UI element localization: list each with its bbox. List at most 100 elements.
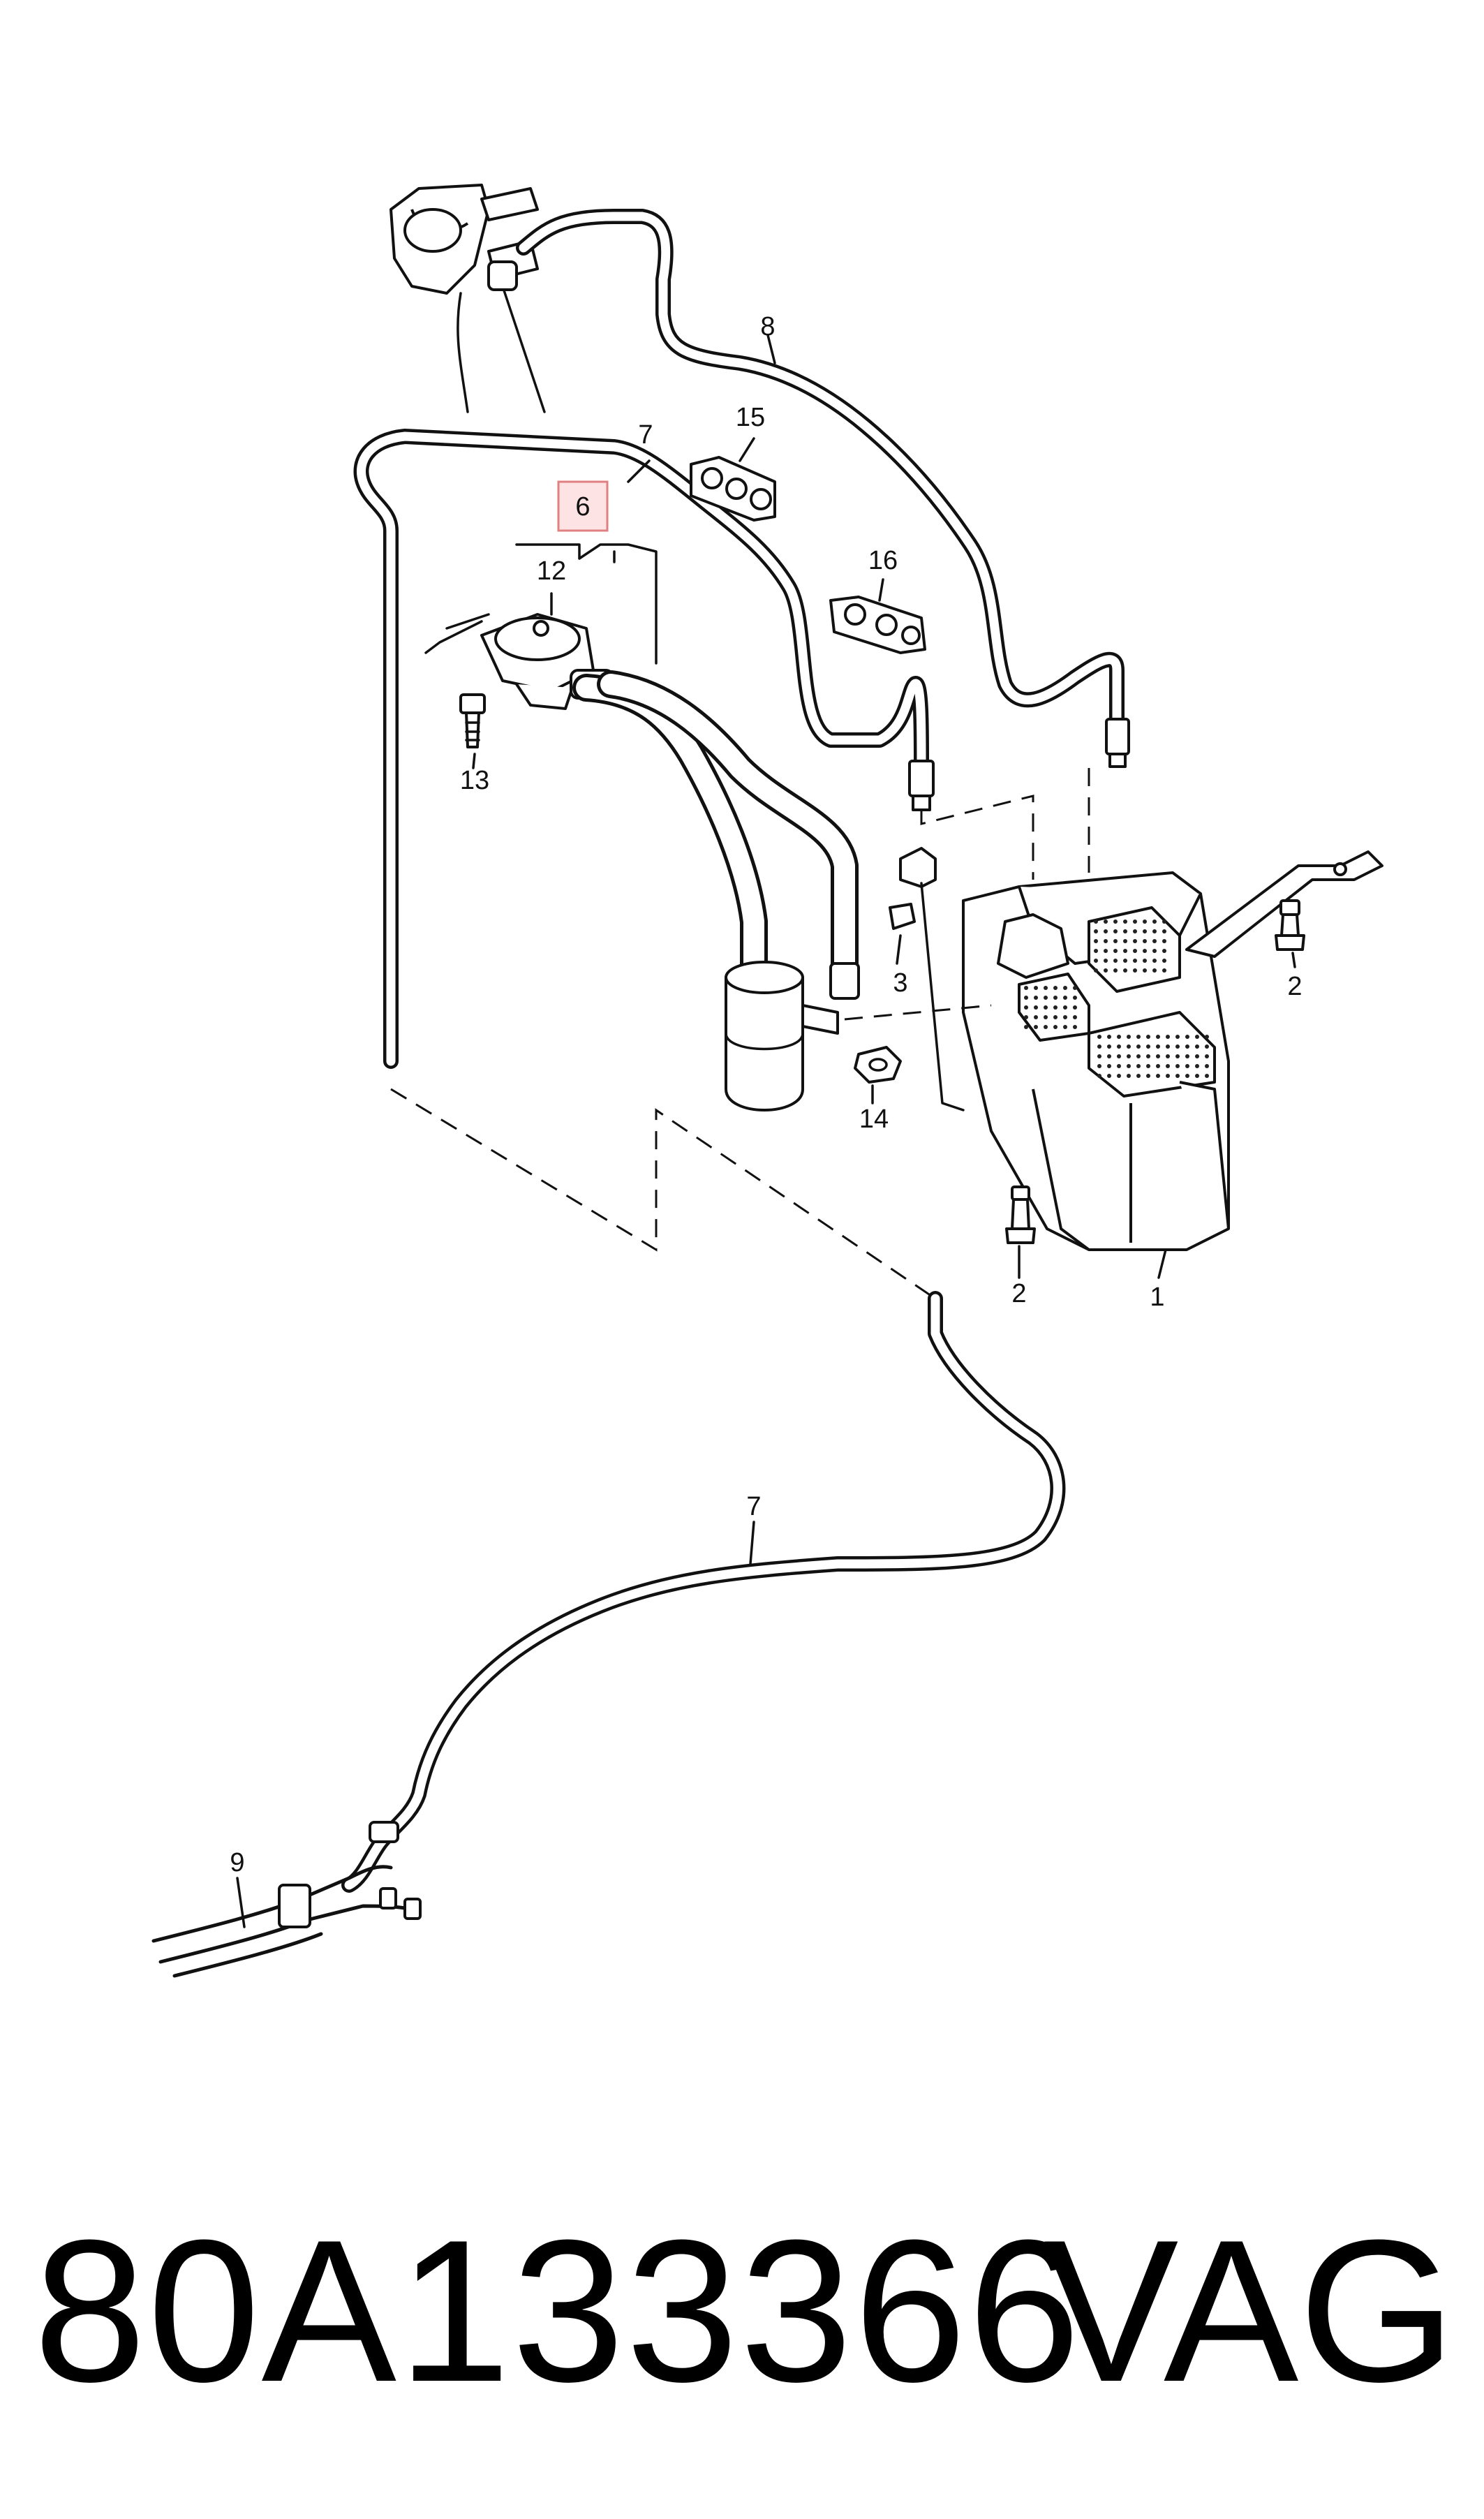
- texture-dot: [1152, 968, 1157, 973]
- brand-name: VAG: [1044, 2198, 1456, 2424]
- bolt-2-lower: [1005, 1185, 1036, 1244]
- texture-dot: [1104, 929, 1108, 933]
- texture-dot: [1205, 1054, 1209, 1058]
- texture-dot: [1053, 1005, 1058, 1010]
- dashed-connectors: [390, 768, 1090, 1300]
- texture-dot: [1127, 1074, 1131, 1078]
- leader-lines: [236, 334, 1296, 1928]
- texture-dot: [1073, 986, 1077, 990]
- texture-dot: [1195, 1035, 1199, 1039]
- texture-dot: [1133, 919, 1137, 924]
- texture-dot: [1097, 1044, 1101, 1049]
- canister-texture: [1024, 919, 1209, 1078]
- texture-dot: [1123, 968, 1127, 973]
- texture-dot: [1185, 1044, 1189, 1049]
- texture-dot: [1175, 1064, 1180, 1068]
- texture-dot: [1133, 929, 1137, 933]
- texture-dot: [1113, 939, 1118, 943]
- callout-1[interactable]: 1: [1150, 1283, 1164, 1312]
- texture-dot: [1185, 1074, 1189, 1078]
- texture-dot: [1117, 1044, 1121, 1049]
- callout-7-lower[interactable]: 7: [746, 1492, 761, 1521]
- texture-dot: [1117, 1064, 1121, 1068]
- texture-dot: [1123, 949, 1127, 953]
- callout-2-lower[interactable]: 2: [1011, 1279, 1026, 1308]
- texture-dot: [1113, 959, 1118, 963]
- hose-assembly-6: [572, 670, 860, 1000]
- texture-dot: [1162, 949, 1166, 953]
- texture-dot: [1195, 1054, 1199, 1058]
- callout-12[interactable]: 12: [537, 556, 566, 586]
- texture-dot: [1205, 1035, 1209, 1039]
- texture-dot: [1107, 1064, 1111, 1068]
- damper-canister: [725, 961, 839, 1111]
- texture-dot: [1123, 919, 1127, 924]
- texture-dot: [1053, 1015, 1058, 1019]
- texture-dot: [1113, 929, 1118, 933]
- callout-13[interactable]: 13: [460, 766, 489, 795]
- texture-dot: [1024, 1005, 1028, 1010]
- texture-dot: [1063, 996, 1067, 1000]
- texture-dot: [1094, 919, 1098, 924]
- fuel-lines-9: [151, 1865, 422, 1978]
- texture-dot: [1205, 1044, 1209, 1049]
- texture-dot: [1044, 1015, 1048, 1019]
- callout-14[interactable]: 14: [859, 1105, 889, 1134]
- texture-dot: [1146, 1074, 1150, 1078]
- callout-15[interactable]: 15: [736, 403, 765, 432]
- texture-dot: [1097, 1074, 1101, 1078]
- texture-dot: [1185, 1064, 1189, 1068]
- texture-dot: [1053, 1025, 1058, 1029]
- texture-dot: [1053, 986, 1058, 990]
- callout-6[interactable]: 6: [575, 492, 590, 522]
- callout-labels: 1 2 2 3 6 7 7 8 9 12 13 14 15 16: [230, 312, 1302, 1877]
- callout-2-upper[interactable]: 2: [1287, 972, 1302, 1001]
- texture-dot: [1097, 1064, 1101, 1068]
- texture-dot: [1044, 1005, 1048, 1010]
- texture-dot: [1152, 919, 1157, 924]
- texture-dot: [1152, 939, 1157, 943]
- texture-dot: [1143, 939, 1147, 943]
- texture-dot: [1024, 1015, 1028, 1019]
- texture-dot: [1063, 1005, 1067, 1010]
- callout-8[interactable]: 8: [760, 312, 775, 341]
- texture-dot: [1175, 1054, 1180, 1058]
- texture-dot: [1175, 1044, 1180, 1049]
- texture-dot: [1097, 1035, 1101, 1039]
- texture-dot: [1073, 996, 1077, 1000]
- texture-dot: [1162, 919, 1166, 924]
- texture-dot: [1175, 1035, 1180, 1039]
- texture-dot: [1156, 1035, 1160, 1039]
- callout-3[interactable]: 3: [893, 968, 907, 998]
- nut-14: [854, 1046, 902, 1084]
- texture-dot: [1104, 968, 1108, 973]
- texture-dot: [1146, 1054, 1150, 1058]
- texture-dot: [1152, 959, 1157, 963]
- texture-dot: [1097, 1054, 1101, 1058]
- bolt-2-upper: [1275, 899, 1305, 951]
- texture-dot: [1143, 949, 1147, 953]
- texture-dot: [1166, 1035, 1170, 1039]
- texture-dot: [1044, 996, 1048, 1000]
- texture-dot: [1205, 1064, 1209, 1068]
- texture-dot: [1107, 1054, 1111, 1058]
- callout-7-upper[interactable]: 7: [638, 420, 653, 450]
- texture-dot: [1156, 1054, 1160, 1058]
- texture-dot: [1073, 1025, 1077, 1029]
- texture-dot: [1166, 1074, 1170, 1078]
- callout-9[interactable]: 9: [230, 1848, 244, 1877]
- callout-16[interactable]: 16: [868, 546, 898, 575]
- callout-6-highlight: [557, 480, 609, 532]
- texture-dot: [1166, 1064, 1170, 1068]
- texture-dot: [1117, 1074, 1121, 1078]
- texture-dot: [1053, 996, 1058, 1000]
- texture-dot: [1123, 959, 1127, 963]
- texture-dot: [1034, 996, 1038, 1000]
- texture-dot: [1024, 986, 1028, 990]
- texture-dot: [1113, 919, 1118, 924]
- part-number: 80A133366: [34, 2198, 1082, 2424]
- texture-dot: [1034, 1005, 1038, 1010]
- texture-dot: [1107, 1044, 1111, 1049]
- texture-dot: [1133, 959, 1137, 963]
